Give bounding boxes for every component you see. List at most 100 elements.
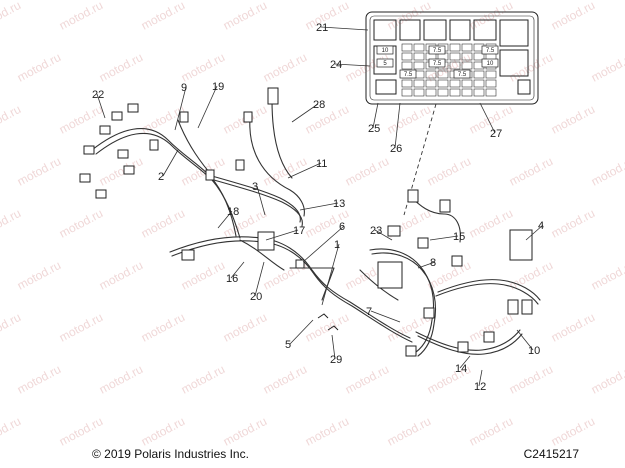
fuse-slot <box>437 88 449 97</box>
watermark-text: motod.ru <box>343 50 391 85</box>
fuse-label: 5 <box>383 61 387 67</box>
fuse-slot <box>401 43 413 52</box>
callout-leader-25 <box>372 102 379 129</box>
watermark-text: motod.ru <box>549 310 597 345</box>
callout-3: 3 <box>252 181 258 193</box>
callout-leader-14 <box>459 355 471 369</box>
watermark-text: motod.ru <box>589 50 625 85</box>
fuse-slot <box>413 43 425 52</box>
fuse-label: 7.5 <box>433 48 442 54</box>
callout-leader-26 <box>394 102 401 149</box>
watermark-text: motod.ru <box>303 414 351 449</box>
watermark-text: motod.ru <box>97 258 145 293</box>
fuse-label: 10 <box>382 48 389 54</box>
watermark-text: motod.ru <box>15 362 63 397</box>
callout-leader-1 <box>321 243 340 306</box>
watermark-text: motod.ru <box>261 50 309 85</box>
callout-leader-24 <box>334 63 371 67</box>
watermark-text: motod.ru <box>139 0 187 33</box>
callout-2: 2 <box>158 171 164 183</box>
fuse-box <box>428 58 446 68</box>
callout-7: 7 <box>366 306 372 318</box>
watermark-text: motod.ru <box>97 50 145 85</box>
watermark-text: motod.ru <box>139 310 187 345</box>
callout-5: 5 <box>285 339 291 351</box>
callout-10: 10 <box>528 345 540 357</box>
callout-leaders <box>96 26 544 387</box>
fuse-label: 7.5 <box>433 61 442 67</box>
fuse-slot <box>485 88 497 97</box>
fuse-slot <box>461 88 473 97</box>
watermark-text: motod.ru <box>97 154 145 189</box>
watermark-text: motod.ru <box>0 102 23 137</box>
callout-leader-17 <box>265 229 299 241</box>
watermark-text: motod.ru <box>97 362 145 397</box>
fuse-slot <box>449 43 461 52</box>
fuse-box <box>376 45 394 55</box>
watermark-text: motod.ru <box>57 206 105 241</box>
fuse-box <box>376 58 394 68</box>
watermark-text: motod.ru <box>15 50 63 85</box>
watermark-text: motod.ru <box>589 154 625 189</box>
watermark-text: motod.ru <box>179 258 227 293</box>
watermark-text: motod.ru <box>57 102 105 137</box>
watermark-text: motod.ru <box>507 50 555 85</box>
fuse-slot <box>413 61 425 70</box>
fuse-label: 10 <box>487 61 494 67</box>
watermark-text: motod.ru <box>549 0 597 33</box>
watermark-text: motod.ru <box>507 362 555 397</box>
watermark-text: motod.ru <box>261 362 309 397</box>
watermark-text: motod.ru <box>179 50 227 85</box>
fuse-slot <box>485 79 497 88</box>
callout-18: 18 <box>227 206 239 218</box>
fuse-slot <box>473 88 485 97</box>
watermark-text: motod.ru <box>139 206 187 241</box>
watermark-text: motod.ru <box>385 414 433 449</box>
fuse-label: 7.5 <box>404 72 413 78</box>
watermark-text: motod.ru <box>507 154 555 189</box>
callout-labels: 1234567891011121314151617181920212223242… <box>92 22 544 393</box>
watermark-text: motod.ru <box>303 310 351 345</box>
callout-leader-22 <box>96 93 106 119</box>
fuse-box <box>481 45 499 55</box>
watermark-text: motod.ru <box>467 414 515 449</box>
callout-17: 17 <box>293 225 305 237</box>
callout-leader-8 <box>417 261 436 269</box>
fuse-slot <box>401 88 413 97</box>
watermark-text: motod.ru <box>303 102 351 137</box>
watermark-text: motod.ru <box>549 414 597 449</box>
fuse-slot <box>437 79 449 88</box>
fuse-slot <box>449 79 461 88</box>
fuse-slot <box>473 79 485 88</box>
callout-leader-11 <box>287 162 322 179</box>
fuse-slot <box>449 52 461 61</box>
callout-25: 25 <box>368 123 380 135</box>
watermark-text: motod.ru <box>343 362 391 397</box>
watermark-text: motod.ru <box>179 362 227 397</box>
callout-leader-23 <box>374 229 393 241</box>
watermark-text: motod.ru <box>589 258 625 293</box>
fuse-slot <box>449 88 461 97</box>
callout-14: 14 <box>455 363 467 375</box>
fuse-slot <box>437 70 449 79</box>
watermark-text: motod.ru <box>425 50 473 85</box>
fuse-slot <box>401 52 413 61</box>
callout-leader-16 <box>230 261 245 279</box>
fuse-box-leader <box>403 103 437 216</box>
watermark-text: motod.ru <box>221 414 269 449</box>
watermark-text: motod.ru <box>15 258 63 293</box>
connectors <box>79 87 533 357</box>
watermark-text: motod.ru <box>467 206 515 241</box>
fuse-slot <box>461 61 473 70</box>
callout-leader-27 <box>479 102 496 134</box>
fuse-label: 7.5 <box>486 48 495 54</box>
fuse-slot <box>425 79 437 88</box>
fuse-slot <box>425 70 437 79</box>
callout-8: 8 <box>430 257 436 269</box>
fuse-slot <box>425 88 437 97</box>
callout-28: 28 <box>313 99 325 111</box>
watermark-text: motod.ru <box>221 0 269 33</box>
callout-13: 13 <box>333 198 345 210</box>
copyright-text: © 2019 Polaris Industries Inc. <box>92 447 249 461</box>
